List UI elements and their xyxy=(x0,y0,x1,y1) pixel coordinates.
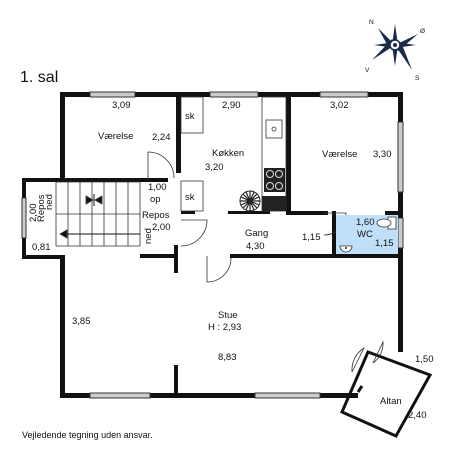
toilet-icon xyxy=(376,218,392,228)
gang-width: 4,30 xyxy=(246,241,265,252)
compass-icon: N Ø S V xyxy=(365,19,425,82)
gang-depth: 1,15 xyxy=(302,232,321,243)
wc-width: 1,60 xyxy=(356,217,375,228)
wc-name: WC xyxy=(357,229,373,240)
kitchen-name: Køkken xyxy=(212,148,244,159)
interior-walls xyxy=(60,97,403,398)
stue-width: 8,83 xyxy=(218,352,237,363)
gang-name: Gang xyxy=(245,228,268,239)
stair-up: op xyxy=(150,194,161,205)
compass-n: N xyxy=(369,19,374,26)
room-labels: 3,09 Værelse 2,24 2,90 sk Køkken 3,20 sk… xyxy=(28,100,434,421)
vaerelse-left-name: Værelse xyxy=(98,131,133,142)
vaerelse-left-depth: 2,24 xyxy=(152,132,171,143)
compass-s: S xyxy=(415,75,420,82)
wc-fittings xyxy=(336,215,398,254)
windows xyxy=(21,91,404,399)
vaerelse-right-name: Værelse xyxy=(322,149,357,160)
altan-name: Altan xyxy=(380,396,402,407)
compass-w: V xyxy=(365,67,370,74)
kitchen-width: 2,90 xyxy=(222,100,241,111)
floor-title: 1. sal xyxy=(20,69,58,86)
kitchen-depth: 3,20 xyxy=(205,162,224,173)
stove-icon xyxy=(264,168,285,192)
kitchen-fittings xyxy=(180,96,287,212)
disclaimer: Vejledende tegning uden ansvar. xyxy=(22,430,153,440)
repos-mid-length: 2,00 xyxy=(152,222,171,233)
altan-width: 2,40 xyxy=(408,410,427,421)
sink-icon xyxy=(265,119,283,139)
wc-depth: 1,15 xyxy=(375,238,394,249)
kitchen-cabinet-top: sk xyxy=(185,111,195,122)
stue-name: Stue xyxy=(218,310,238,321)
stue-depth: 3,85 xyxy=(72,316,91,327)
repos-mid-name: Repos xyxy=(142,210,170,221)
repos-left-length: 2,00 xyxy=(28,204,39,223)
extractor-fan-icon xyxy=(239,190,261,212)
vaerelse-right-width: 3,02 xyxy=(330,100,349,111)
vaerelse-left-width: 3,09 xyxy=(112,100,131,111)
compass-e: Ø xyxy=(420,28,425,35)
altan-depth: 1,50 xyxy=(415,354,434,365)
stair-width: 1,00 xyxy=(148,182,167,193)
balcony xyxy=(340,340,433,438)
repos-left-name: Repos xyxy=(36,194,47,222)
stue-height: H : 2,93 xyxy=(208,322,241,333)
repos-left-depth: 0,81 xyxy=(32,242,51,253)
stair-down: ned xyxy=(143,228,154,244)
staircase xyxy=(55,181,141,247)
kitchen-cabinet-bottom: sk xyxy=(185,192,195,203)
repos-left-down: ned xyxy=(44,194,55,210)
vaerelse-right-depth: 3,30 xyxy=(373,149,392,160)
